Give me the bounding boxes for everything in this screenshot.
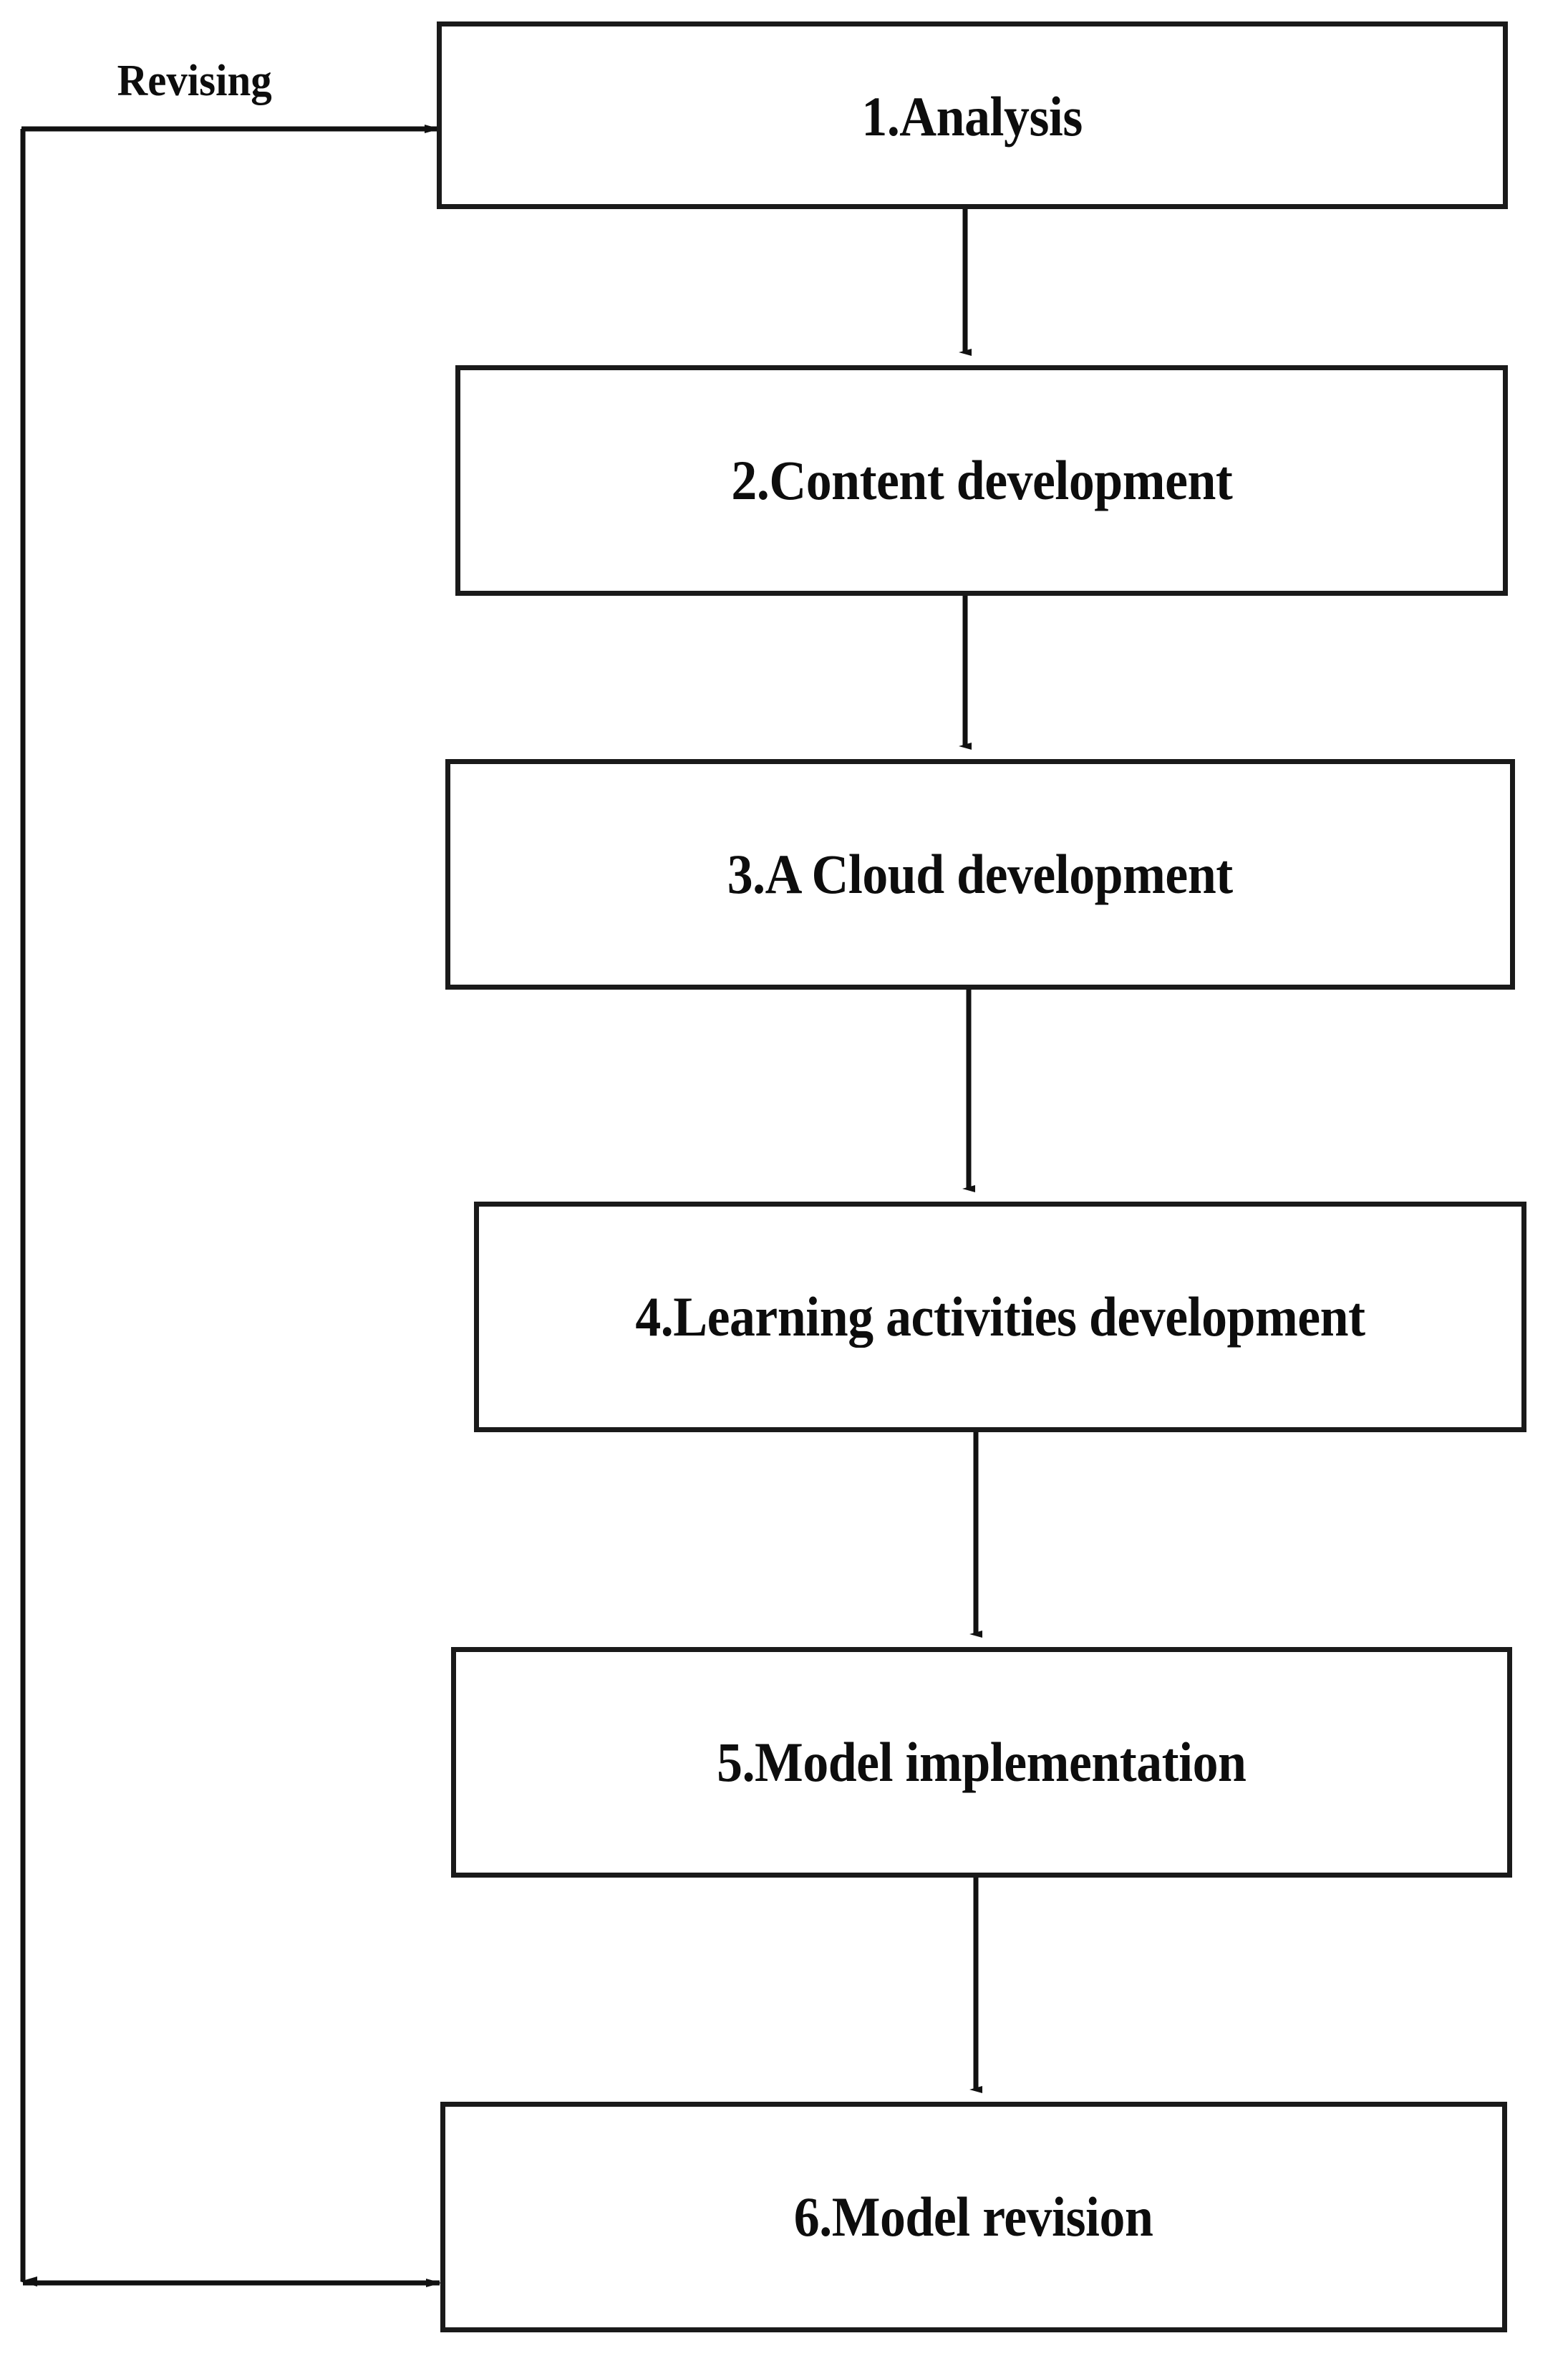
process-box-label: 3.A Cloud development — [727, 843, 1234, 906]
feedback-loop-label: Revising — [117, 57, 272, 105]
process-box-cloud-development[interactable]: 3.A Cloud development — [445, 759, 1515, 990]
process-box-label: 2.Content development — [731, 449, 1232, 512]
process-box-model-implementation[interactable]: 5.Model implementation — [451, 1647, 1512, 1878]
process-box-label: 5.Model implementation — [717, 1731, 1247, 1794]
process-box-content-development[interactable]: 2.Content development — [455, 365, 1508, 596]
process-box-learning-activities-development[interactable]: 4.Learning activities development — [474, 1202, 1526, 1432]
process-box-analysis[interactable]: 1.Analysis — [437, 21, 1508, 209]
process-box-label: 6.Model revision — [794, 2186, 1153, 2249]
process-box-label: 1.Analysis — [861, 85, 1083, 148]
process-box-model-revision[interactable]: 6.Model revision — [440, 2102, 1507, 2332]
process-box-label: 4.Learning activities development — [635, 1285, 1365, 1348]
